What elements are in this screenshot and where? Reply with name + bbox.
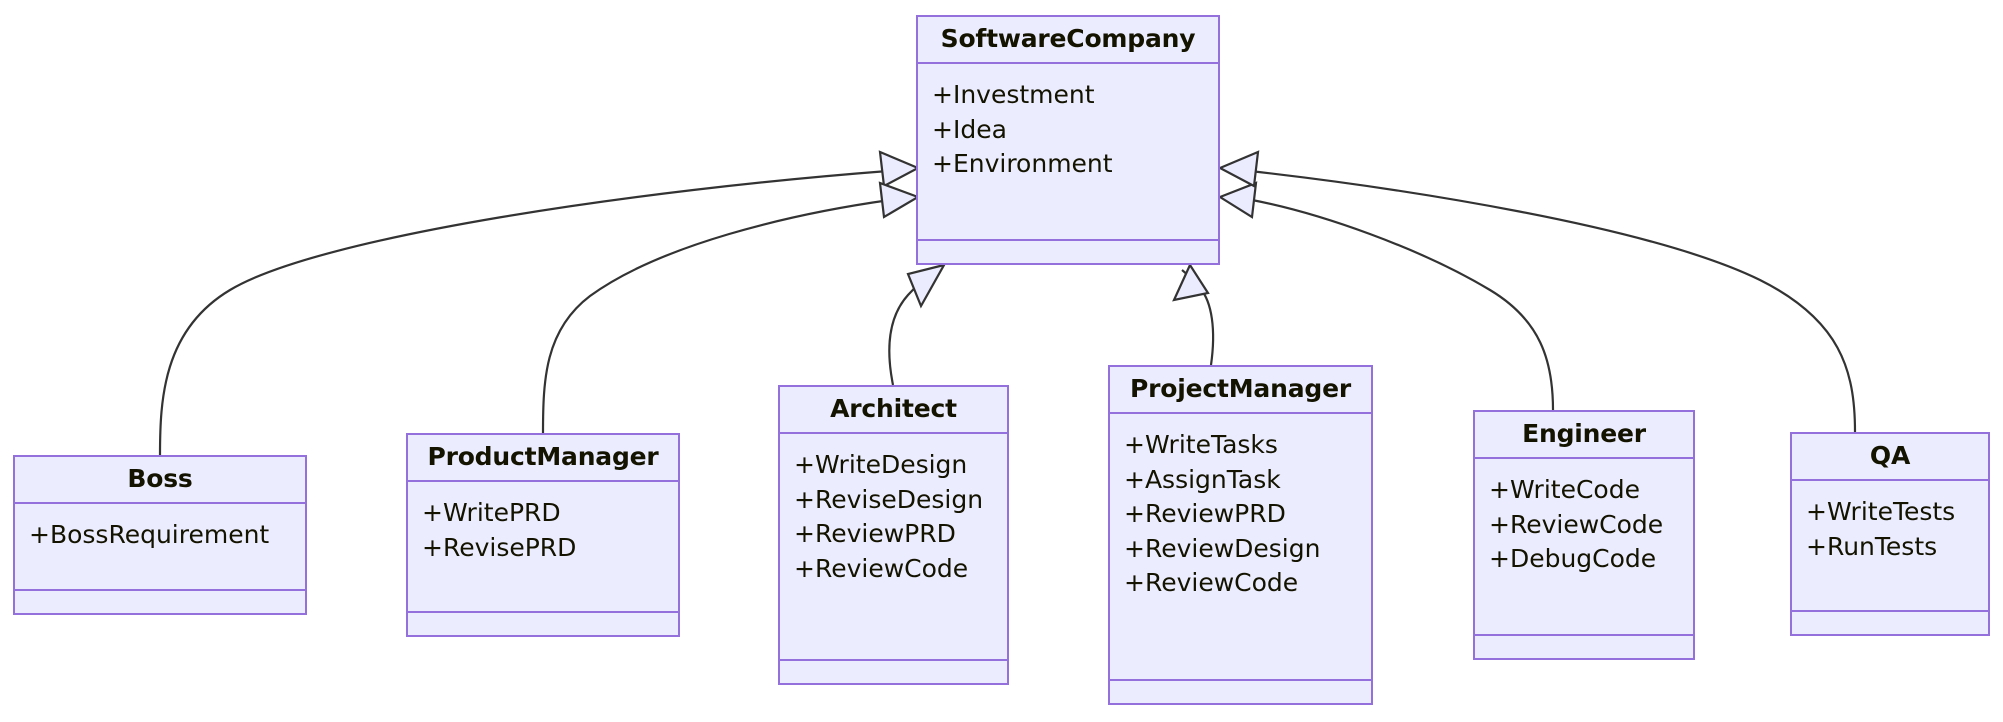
class-title: Engineer bbox=[1475, 412, 1693, 459]
class-attribute: +ReviseDesign bbox=[794, 484, 984, 514]
class-attributes: +WriteTests +RunTests bbox=[1792, 481, 1988, 612]
uml-class-architect[interactable]: Architect +WriteDesign +ReviseDesign +Re… bbox=[778, 385, 1009, 685]
class-attribute: +WriteDesign bbox=[794, 450, 968, 479]
class-attribute: +RevisePRD bbox=[422, 532, 577, 562]
class-attribute: +WritePRD bbox=[422, 498, 561, 527]
class-title: QA bbox=[1792, 434, 1988, 481]
class-title: ProjectManager bbox=[1110, 367, 1371, 414]
class-methods bbox=[15, 591, 305, 613]
class-attribute: +ReviewCode bbox=[1489, 509, 1664, 539]
class-methods bbox=[1110, 681, 1371, 703]
uml-class-software-company[interactable]: SoftwareCompany +Investment +Idea +Envir… bbox=[916, 15, 1220, 265]
class-title: ProductManager bbox=[408, 435, 678, 482]
class-attribute: +RunTests bbox=[1806, 531, 1938, 561]
class-methods bbox=[918, 241, 1218, 263]
class-attributes: +WritePRD +RevisePRD bbox=[408, 482, 678, 613]
class-attribute: +BossRequirement bbox=[29, 520, 270, 549]
generalization-arrowhead-projectmanager bbox=[1172, 262, 1210, 302]
class-methods bbox=[780, 661, 1007, 683]
class-attributes: +WriteTasks +AssignTask +ReviewPRD +Revi… bbox=[1110, 414, 1371, 681]
generalization-arrowhead-qa bbox=[1217, 150, 1260, 188]
uml-class-boss[interactable]: Boss +BossRequirement bbox=[13, 455, 307, 615]
class-attributes: +WriteCode +ReviewCode +DebugCode bbox=[1475, 459, 1693, 636]
class-methods bbox=[1792, 612, 1988, 634]
class-attribute: +ReviewCode bbox=[1124, 568, 1299, 597]
uml-class-qa[interactable]: QA +WriteTests +RunTests bbox=[1790, 432, 1990, 636]
class-title: Boss bbox=[15, 457, 305, 504]
uml-class-product-manager[interactable]: ProductManager +WritePRD +RevisePRD bbox=[406, 433, 680, 637]
uml-class-project-manager[interactable]: ProjectManager +WriteTasks +AssignTask +… bbox=[1108, 365, 1373, 705]
class-attribute: +Investment bbox=[932, 80, 1095, 109]
class-attribute: +ReviewPRD bbox=[794, 519, 956, 548]
class-methods bbox=[1475, 636, 1693, 658]
class-attribute: +DebugCode bbox=[1489, 544, 1657, 573]
class-attribute: +Environment bbox=[932, 149, 1113, 178]
class-title: SoftwareCompany bbox=[918, 17, 1218, 64]
generalization-arrowhead-productmanager bbox=[878, 181, 921, 219]
class-attribute: +WriteCode bbox=[1489, 475, 1640, 504]
class-attribute: +ReviewPRD bbox=[1124, 499, 1286, 528]
generalization-arrowhead-engineer bbox=[1217, 181, 1258, 219]
class-methods bbox=[408, 613, 678, 635]
class-attribute: +AssignTask bbox=[1124, 464, 1281, 494]
class-attributes: +Investment +Idea +Environment bbox=[918, 64, 1218, 241]
uml-class-engineer[interactable]: Engineer +WriteCode +ReviewCode +DebugCo… bbox=[1473, 410, 1695, 660]
class-attribute: +WriteTests bbox=[1806, 497, 1956, 526]
class-attributes: +WriteDesign +ReviseDesign +ReviewPRD +R… bbox=[780, 434, 1007, 661]
class-attribute: +WriteTasks bbox=[1124, 430, 1278, 459]
edge-architect-to-softwarecompany bbox=[888, 270, 936, 386]
generalization-arrowhead-architect bbox=[906, 263, 947, 309]
class-attribute: +ReviewDesign bbox=[1124, 533, 1321, 563]
class-attribute: +Idea bbox=[932, 114, 1007, 144]
class-attribute: +ReviewCode bbox=[794, 553, 969, 583]
edge-projectmanager-to-softwarecompany bbox=[1181, 269, 1215, 366]
class-title: Architect bbox=[780, 387, 1007, 434]
class-attributes: +BossRequirement bbox=[15, 504, 305, 591]
generalization-arrowhead-boss bbox=[878, 150, 921, 188]
